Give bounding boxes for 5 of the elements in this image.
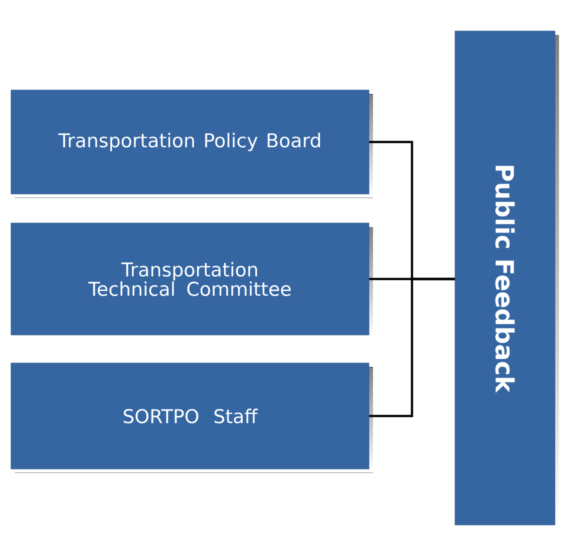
vertical-banner: Public Feedback (454, 30, 559, 529)
process-box: Transportation Policy Board (10, 90, 373, 198)
connector-line (369, 278, 455, 418)
process-box: Transportation Technical Committee (10, 222, 373, 339)
process-box: SORTPO Staff (10, 362, 373, 473)
